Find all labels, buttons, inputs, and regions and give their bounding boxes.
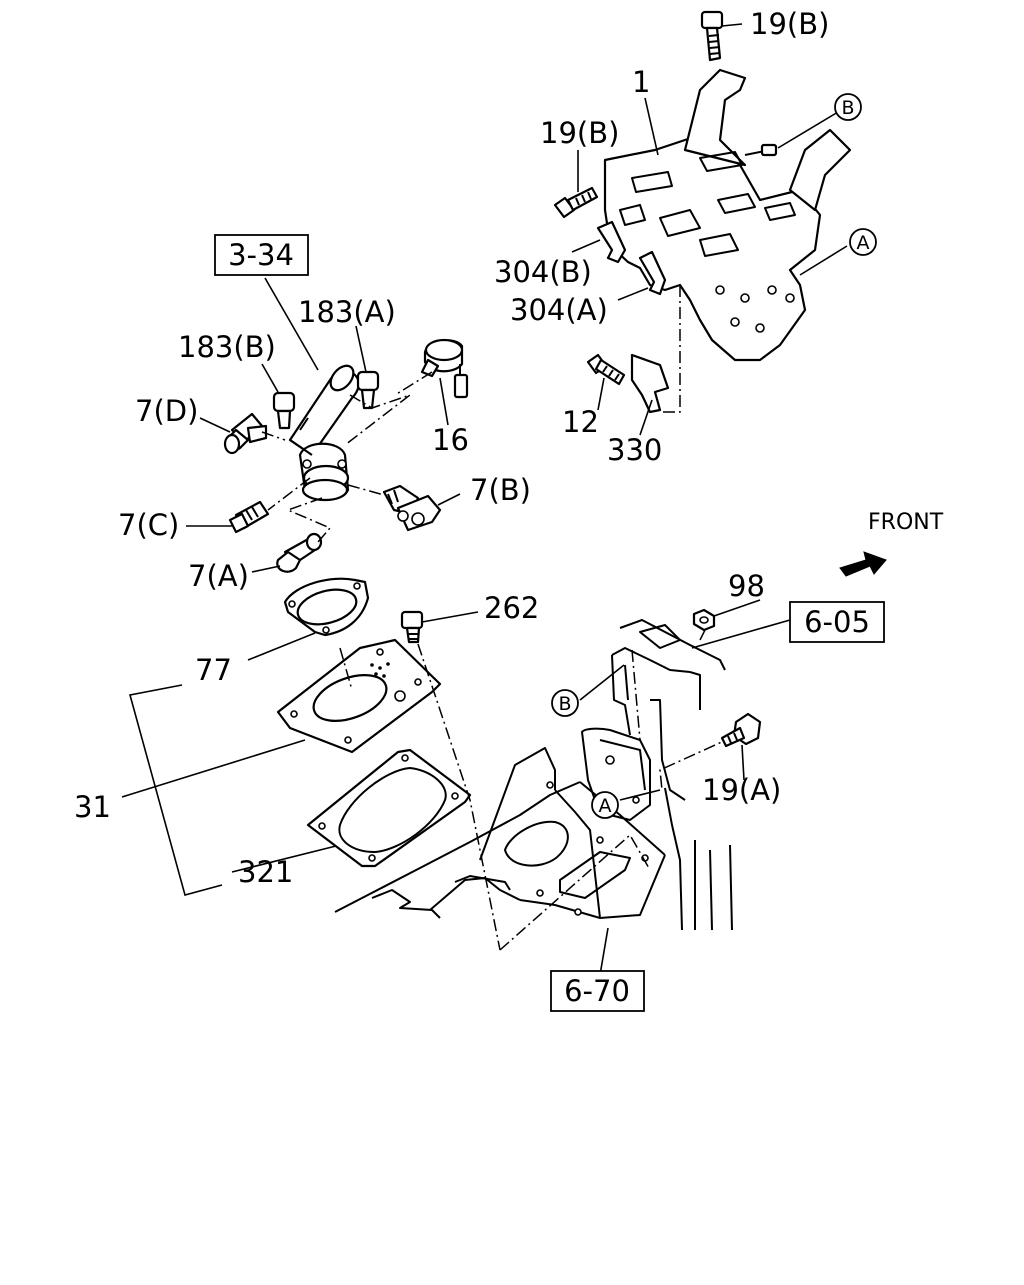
fitting-7b: [382, 484, 442, 532]
label-183b: 183(B): [178, 330, 276, 364]
bolt-183b: [272, 391, 296, 430]
vent-tube-assembly: [288, 364, 360, 502]
route-16: [344, 394, 411, 446]
ref-6-70-label: 6-70: [564, 974, 630, 1008]
label-16: 16: [432, 423, 469, 457]
front-label: FRONT: [868, 510, 944, 535]
route-7a: [285, 497, 332, 543]
plate-31: [276, 638, 442, 754]
align-b-low: [631, 649, 641, 741]
label-77: 77: [195, 653, 232, 687]
label-321: 321: [238, 855, 293, 889]
label-262: 262: [484, 591, 539, 625]
bolt-183a: [356, 370, 380, 410]
callout-b-low-text: B: [558, 693, 571, 715]
label-19b-mid: 19(B): [540, 116, 619, 150]
fitting-7c: [228, 500, 270, 534]
label-304b: 304(B): [494, 255, 592, 289]
bolt-12: [586, 353, 626, 386]
callout-a-low-text: A: [599, 795, 612, 817]
label-98: 98: [728, 569, 765, 603]
bolt-19b-top: [700, 10, 724, 62]
route-16b: [394, 371, 433, 396]
cross-member: [611, 619, 733, 931]
floor-panel: [334, 727, 666, 919]
front-direction-arrow-icon: [839, 551, 887, 577]
label-7d: 7(D): [135, 394, 198, 428]
bolt-19b-mid: [553, 186, 599, 219]
align-19a: [659, 735, 736, 791]
plate-330: [630, 353, 670, 414]
label-304a: 304(A): [510, 293, 608, 327]
callout-b-low: B: [551, 689, 579, 717]
callout-b-top: B: [834, 93, 862, 121]
gasket-77: [283, 577, 370, 637]
ref-box-3-34[interactable]: 3-34: [214, 234, 309, 276]
ref-3-34-label: 3-34: [228, 238, 294, 272]
nut-98: [692, 608, 716, 632]
ref-6-05-label: 6-05: [804, 605, 870, 639]
route-7b: [347, 484, 385, 496]
label-19a: 19(A): [702, 773, 781, 807]
label-12: 12: [562, 405, 599, 439]
label-1: 1: [632, 65, 650, 99]
route-7d: [261, 431, 286, 441]
route-7c: [267, 477, 311, 511]
clip-304a: [638, 250, 667, 296]
bolt-262: [400, 610, 424, 644]
label-31: 31: [74, 790, 111, 824]
leader-lines: [121, 23, 848, 976]
label-183a: 183(A): [298, 295, 396, 329]
label-7b: 7(B): [470, 473, 531, 507]
align-262: [417, 643, 501, 951]
clip-304b: [596, 220, 627, 264]
label-330: 330: [607, 433, 662, 467]
callout-a-top: A: [849, 228, 877, 256]
label-7c: 7(C): [118, 508, 179, 542]
align-77-31: [339, 647, 353, 691]
label-7a: 7(A): [188, 559, 249, 593]
gasket-321: [306, 748, 472, 868]
ref-box-6-70[interactable]: 6-70: [550, 970, 645, 1012]
label-19b-top: 19(B): [750, 7, 829, 41]
fitting-7a: [276, 532, 323, 573]
solenoid-16: [420, 338, 469, 399]
callout-a-top-text: A: [857, 232, 870, 254]
fitting-7d: [223, 412, 268, 455]
align-98: [699, 629, 706, 641]
centerline-330: [660, 285, 681, 413]
callout-a-low: A: [591, 791, 619, 819]
align-670: [499, 833, 651, 951]
bolt-19a: [720, 712, 762, 748]
ref-box-6-05[interactable]: 6-05: [789, 601, 885, 643]
bracket-assembly: [603, 68, 852, 362]
callout-b-top-text: B: [841, 97, 854, 119]
